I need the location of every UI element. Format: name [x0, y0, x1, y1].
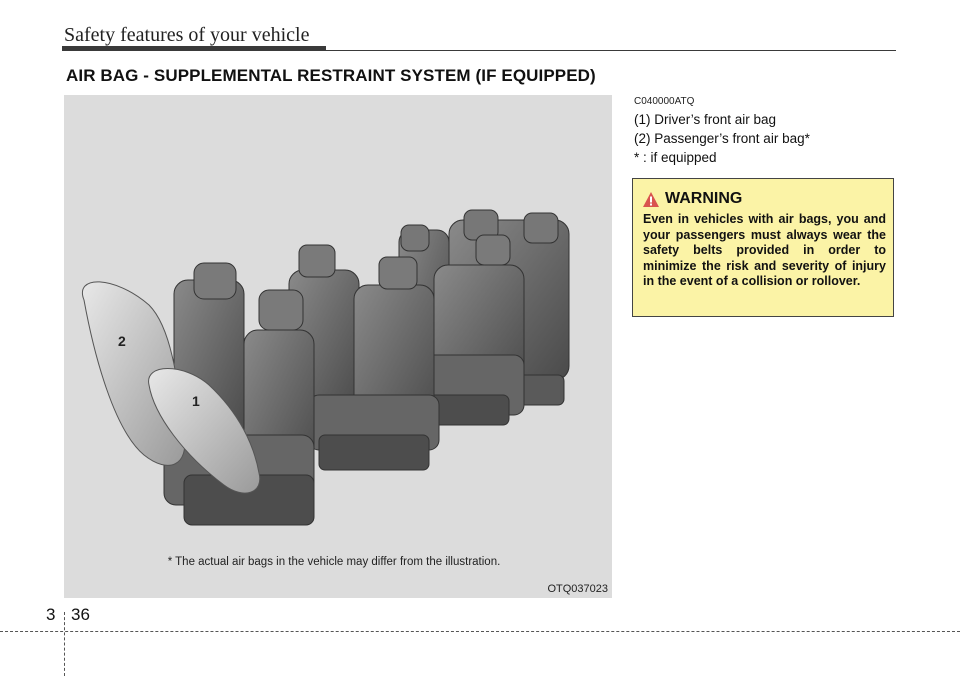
- second-row-left-seats: [288, 244, 440, 471]
- footer-rule: [0, 631, 960, 632]
- callout-1: 1: [192, 393, 200, 409]
- warning-body: Even in vehicles with air bags, you and …: [643, 212, 886, 288]
- warning-title: WARNING: [665, 190, 743, 207]
- footer-divider: [64, 612, 65, 676]
- second-row-right-seats: [423, 234, 525, 426]
- legend-item-driver: (1) Driver’s front air bag: [634, 112, 777, 127]
- header-rule: [326, 50, 896, 51]
- header-bar: [62, 46, 326, 51]
- section-code: C040000ATQ: [634, 96, 695, 107]
- seat-illustration-svg: [81, 209, 570, 526]
- image-code: OTQ037023: [547, 583, 608, 595]
- warning-box: WARNING Even in vehicles with air bags, …: [632, 178, 894, 317]
- header-title: Safety features of your vehicle: [64, 24, 310, 46]
- warning-header: WARNING: [643, 190, 742, 208]
- chapter-number: 3: [46, 605, 56, 624]
- airbag-illustration: 2 1 OTQ037023: [64, 95, 612, 598]
- legend-item-passenger: (2) Passenger’s front air bag*: [634, 131, 810, 146]
- callout-2: 2: [118, 333, 126, 349]
- legend-item-note: * : if equipped: [634, 150, 717, 165]
- page-number: 36: [71, 605, 90, 624]
- airbag-legend: (1) Driver’s front air bag (2) Passenger…: [634, 110, 810, 167]
- driver-airbag: [148, 368, 261, 494]
- warning-triangle-icon: [643, 191, 659, 207]
- illustration-caption: * The actual air bags in the vehicle may…: [167, 556, 501, 568]
- section-title: AIR BAG - SUPPLEMENTAL RESTRAINT SYSTEM …: [66, 66, 596, 85]
